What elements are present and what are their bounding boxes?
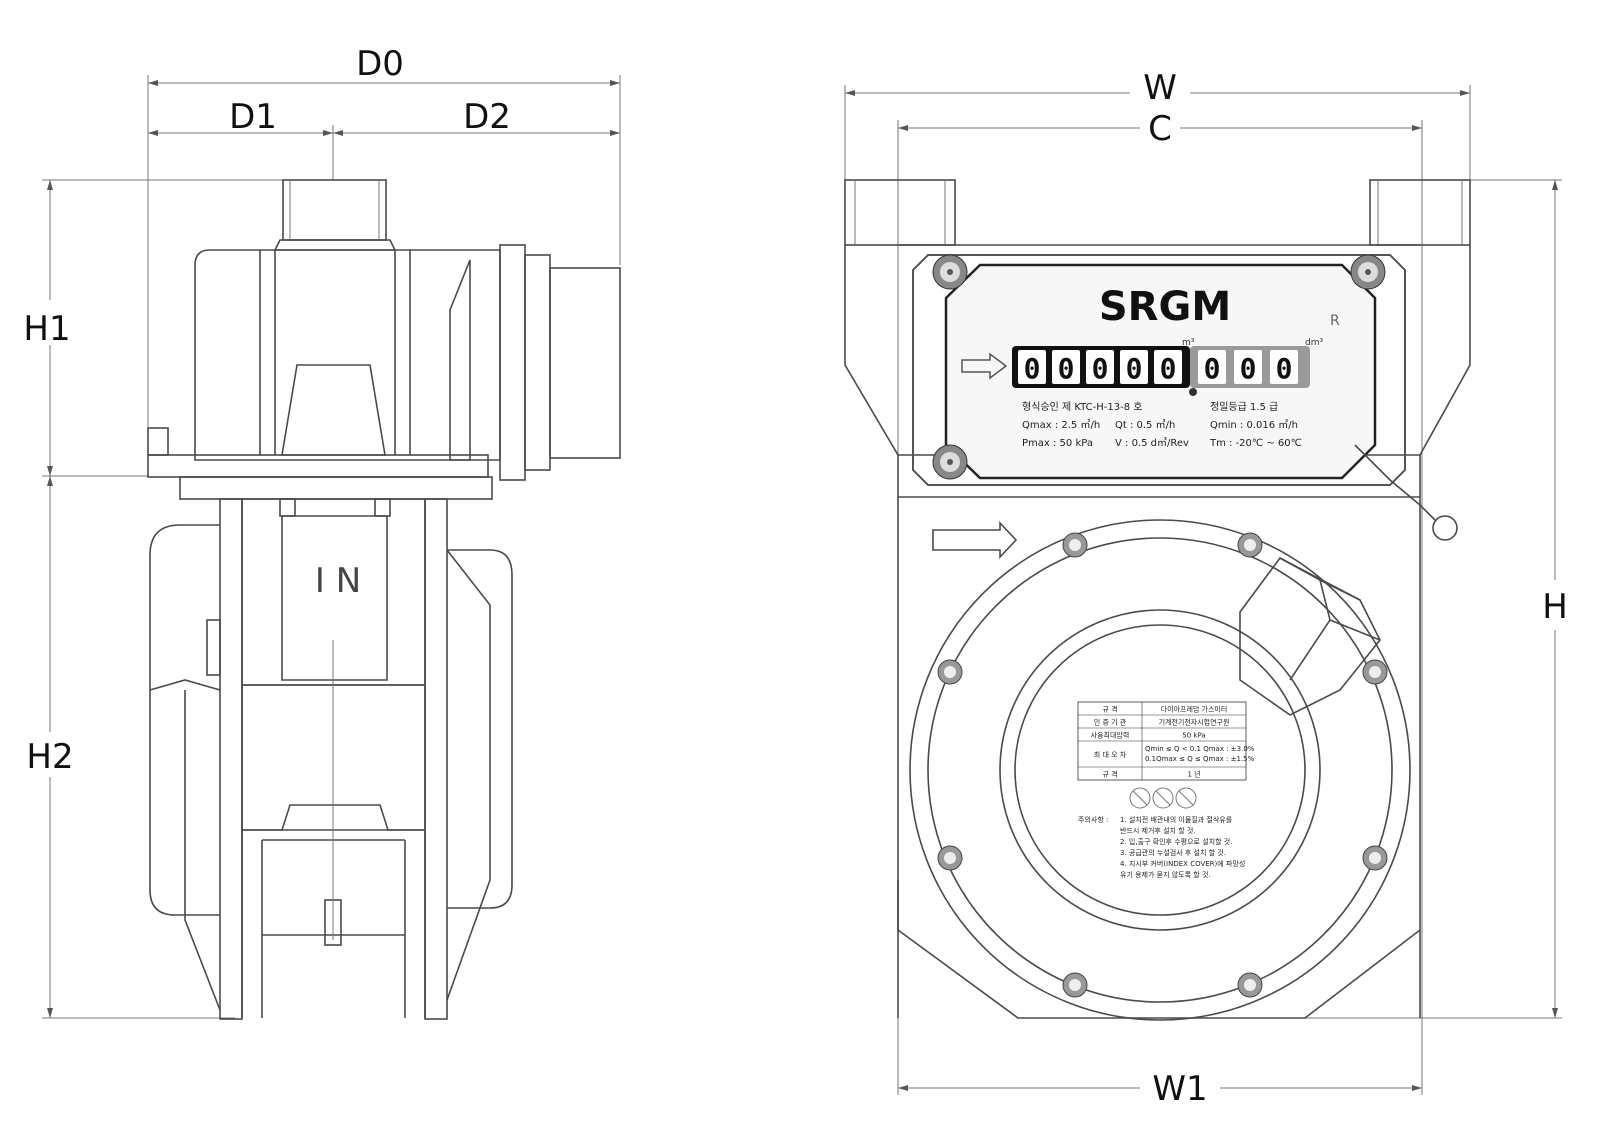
counter-digit: 0 xyxy=(1276,352,1293,385)
unit-m3: m³ xyxy=(1182,338,1195,348)
qt-text: Qt : 0.5 ㎥/h xyxy=(1115,418,1175,431)
flow-arrow-icon xyxy=(961,352,1008,380)
w-label: W xyxy=(1143,68,1177,108)
bolt-icon xyxy=(944,666,956,678)
bolt-ring xyxy=(937,532,1388,998)
counter-wheel xyxy=(1018,350,1046,384)
screw-icon xyxy=(932,444,968,480)
counter-wheel xyxy=(1120,350,1148,384)
spec-key: 사용최대압력 xyxy=(1091,731,1130,740)
note-line: 4. 지시부 커버(INDEX COVER)에 파망성 xyxy=(1120,859,1245,868)
counter-digit: 0 xyxy=(1160,352,1177,385)
bolt-icon xyxy=(944,852,956,864)
spec-value: Qmin ≤ Q < 0.1 Qmax : ±3.0% xyxy=(1145,745,1255,753)
note-line: 2. 입,출구 확인후 수평으로 설치할 것. xyxy=(1120,837,1232,846)
w1-label: W1 xyxy=(1152,1069,1207,1109)
side-body: I N xyxy=(147,179,621,1020)
spec-key: 규 격 xyxy=(1102,771,1117,779)
front-view: W C H W1 xyxy=(844,65,1577,1109)
note-line: 반드시 제거후 설치 할 것. xyxy=(1120,826,1196,835)
dimension-h: H xyxy=(1305,179,1577,1019)
counter-digit: 0 xyxy=(1058,352,1075,385)
unit-dm3: dm³ xyxy=(1305,338,1323,348)
temp-text: Tm : -20℃ ~ 60℃ xyxy=(1209,438,1302,449)
counter-digit: 0 xyxy=(1240,352,1257,385)
bolt-icon xyxy=(1244,979,1256,991)
d0-label: D0 xyxy=(356,44,404,84)
counter-digit: 0 xyxy=(1024,352,1041,385)
counter-wheel xyxy=(1086,350,1114,384)
notes-title: 주의사항 : xyxy=(1078,815,1108,824)
spec-value: 다이아프레덤 가스미터 xyxy=(1161,705,1228,714)
dimension-d0: D0 xyxy=(147,44,621,470)
approval-text: 형식승인 제 KTC-H-13-8 호 xyxy=(1022,401,1142,413)
dimension-h1-h2: H1 H2 xyxy=(22,179,285,1019)
inlet-label: I N xyxy=(315,561,361,601)
counter-wheel xyxy=(1198,350,1226,384)
note-line: 3. 공급관의 누설검사 후 설치 할 것. xyxy=(1120,848,1226,857)
h1-label: H1 xyxy=(23,309,70,349)
flow-arrow-icon xyxy=(932,520,1018,560)
spec-key: 인 증 기 관 xyxy=(1094,718,1127,727)
counter-digit: 0 xyxy=(1204,352,1221,385)
screw-icon xyxy=(932,254,968,290)
counter-wheel xyxy=(1052,350,1080,384)
spec-value: 0.1Qmax ≤ Q ≤ Qmax : ±1.5% xyxy=(1145,755,1255,763)
d2-label: D2 xyxy=(463,97,511,137)
spec-value: 기계전기전자시험연구원 xyxy=(1159,718,1230,727)
spec-value: 1 년 xyxy=(1187,770,1200,779)
counter-digit: 0 xyxy=(1092,352,1109,385)
spec-key: 최 대 오 차 xyxy=(1094,750,1127,759)
bolt-icon xyxy=(1069,979,1081,991)
bolt-icon xyxy=(1369,852,1381,864)
reset-mark: R xyxy=(1330,313,1340,329)
qmax-text: Qmax : 2.5 ㎥/h xyxy=(1022,418,1100,431)
pmax-text: Pmax : 50 kPa xyxy=(1022,438,1093,449)
counter-digit: 0 xyxy=(1126,352,1143,385)
bolt-icon xyxy=(1069,539,1081,551)
bolt-icon xyxy=(1369,666,1381,678)
spec-value: 50 kPa xyxy=(1182,732,1205,740)
volume-text: V : 0.5 d㎥/Rev xyxy=(1115,436,1189,449)
d1-label: D1 xyxy=(229,97,277,137)
counter-wheel xyxy=(1154,350,1182,384)
spec-key: 규 격 xyxy=(1102,706,1117,714)
bolt-icon xyxy=(1244,539,1256,551)
h2-label: H2 xyxy=(26,737,73,777)
warning-symbols-icon xyxy=(1129,787,1197,809)
qmin-text: Qmin : 0.016 ㎥/h xyxy=(1210,418,1298,431)
dimension-w: W xyxy=(844,65,1471,180)
note-line: 1. 설치전 배관내의 이물질과 절삭유를 xyxy=(1120,815,1233,824)
c-label: C xyxy=(1148,109,1172,149)
accuracy-class: 정밀등급 1.5 급 xyxy=(1210,401,1278,413)
screw-icon xyxy=(1350,254,1386,290)
brand-logo: SRGM xyxy=(1099,284,1231,330)
dimension-w1: W1 xyxy=(898,1062,1422,1109)
counter-wheel xyxy=(1270,350,1298,384)
dimension-d1-d2: D1 D2 xyxy=(148,97,620,180)
side-view: D0 D1 D2 H1 H2 xyxy=(22,44,621,1020)
counter-wheel xyxy=(1234,350,1262,384)
note-line: 유기 용제가 묻지 않도록 할 것. xyxy=(1120,870,1211,879)
h-label: H xyxy=(1542,587,1568,627)
